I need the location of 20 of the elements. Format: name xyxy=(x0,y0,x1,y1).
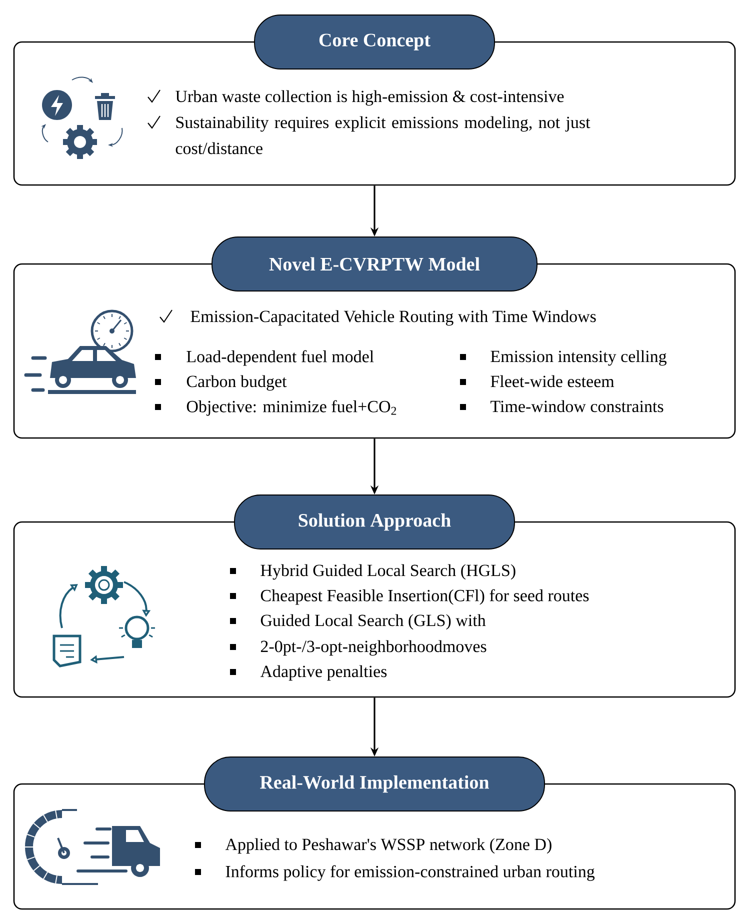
title-pill: Real-World Implementation xyxy=(204,756,545,812)
bullet-text: Guided Local Search (GLS) with xyxy=(260,614,486,630)
bullet-text: Cheapest Feasible Insertion(CFl) for seed routes xyxy=(260,589,589,605)
bullet-text: Urban waste collection is high-emission & cost-intensive xyxy=(176,90,564,106)
bullet-text: Load-dependent fuel model xyxy=(186,350,374,366)
title-pill: Solution Approach xyxy=(234,494,515,550)
bullet-text: Emission intensity celling xyxy=(490,350,666,366)
bullet-text: Sustainability requires explicit emissions modeling, not just cost/distance xyxy=(176,116,590,154)
bullet-text: Fleet-wide esteem xyxy=(490,375,614,388)
bullet-text: Emission-Capacitated Vehicle Routing with Time Windows xyxy=(190,310,596,326)
bullet-text: Applied to Peshawar's WSSP network (Zone D) xyxy=(225,838,552,854)
bullet-text: Hybrid Guided Local Search (HGLS) xyxy=(260,564,516,580)
bullet-text: Time-window constraints xyxy=(490,400,664,412)
bullet-text: Adaptive penalties xyxy=(260,665,387,681)
bullet-text: Informs policy for emission-constrained urban routing xyxy=(226,865,595,881)
bullet-text: Objective: minimize fuel+CO$_{2}$ xyxy=(186,400,396,416)
title-pill: Novel E-CVRPTW Model xyxy=(212,236,538,292)
bullet-text: Carbon budget xyxy=(186,375,287,391)
title-pill: Core Concept xyxy=(254,14,495,70)
bullet-text: 2-0pt-/3-opt-neighborhoodmoves xyxy=(260,640,486,656)
